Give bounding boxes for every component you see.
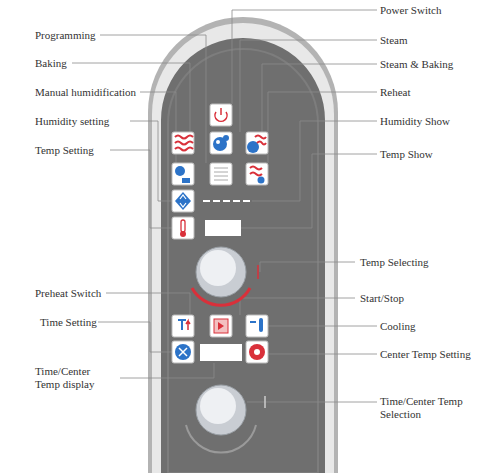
callout-label: Temp Show: [380, 148, 490, 161]
panel-body: [148, 17, 338, 473]
callout-label: Temp Setting: [35, 144, 125, 157]
callout-label: Steam & Baking: [380, 58, 490, 71]
callout-label: Humidity setting: [35, 115, 145, 128]
callout-label: Reheat: [380, 86, 490, 99]
callout-label: Time/Center Temp display: [35, 365, 117, 391]
callout-label: Start/Stop: [360, 292, 480, 305]
callout-label: Manual humidification: [35, 86, 155, 99]
callout-label: Power Switch: [380, 4, 490, 17]
callout-label: Temp Selecting: [360, 256, 480, 269]
callout-label: Time Setting: [40, 316, 130, 329]
callout-label: Preheat Switch: [35, 287, 125, 300]
leader-lines: [72, 10, 377, 402]
callout-label: Programming: [35, 29, 125, 42]
callout-label: Steam: [380, 34, 490, 47]
callout-label: Center Temp Setting: [380, 348, 495, 361]
callout-label: Cooling: [380, 320, 490, 333]
callout-label: Humidity Show: [380, 115, 490, 128]
callout-label: Time/Center Temp Selection: [380, 395, 472, 421]
buttons: [172, 104, 268, 453]
callout-label: Baking: [35, 57, 125, 70]
